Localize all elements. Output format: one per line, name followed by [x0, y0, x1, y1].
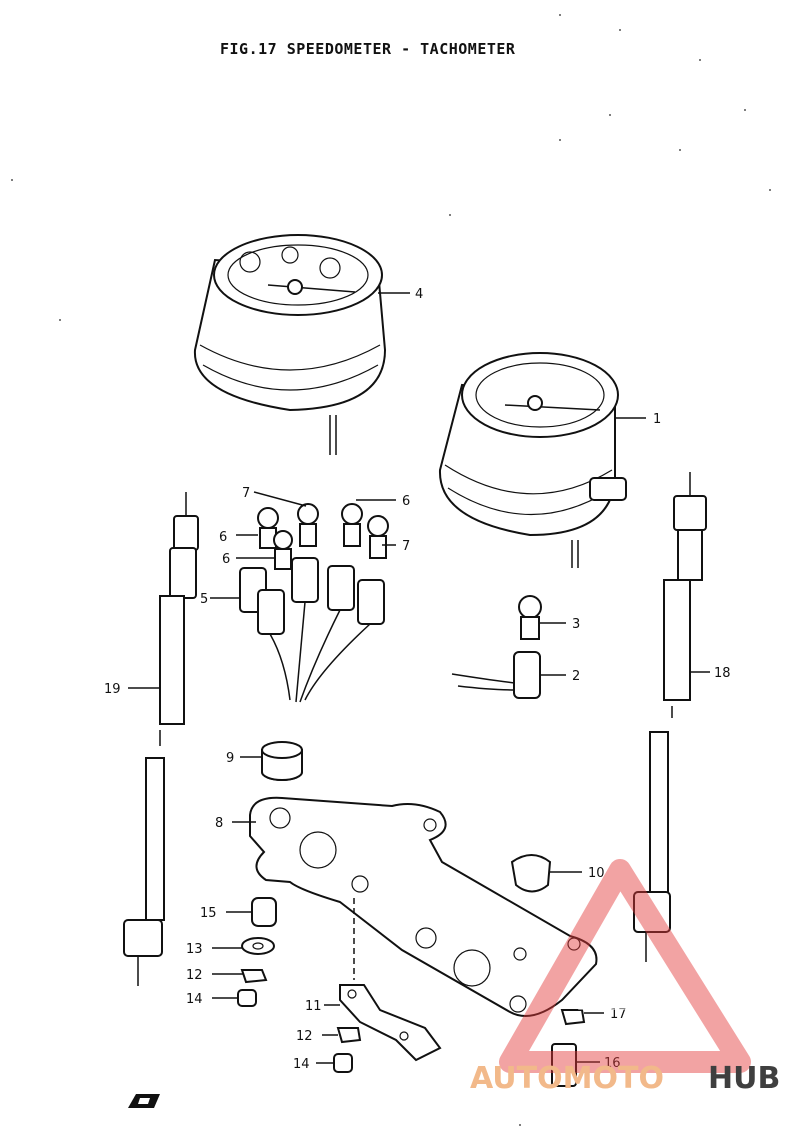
callout-6-c: 6 [402, 494, 410, 509]
watermark-text-hub: HUB [708, 1061, 780, 1096]
cable-left [123, 492, 199, 986]
callout-18: 18 [714, 666, 731, 681]
callout-7-a: 7 [242, 486, 250, 501]
socket-harness [239, 557, 385, 703]
callout-12-a: 12 [186, 968, 203, 983]
speedometer [438, 352, 627, 568]
callout-4: 4 [415, 287, 423, 302]
callout-16: 16 [604, 1056, 621, 1071]
callout-8: 8 [215, 816, 223, 831]
callout-12-b: 12 [296, 1029, 313, 1044]
callout-14-b: 14 [293, 1057, 310, 1072]
callout-19: 19 [104, 682, 121, 697]
callout-6-a: 6 [219, 530, 227, 545]
callout-6-b: 6 [222, 552, 230, 567]
callout-11: 11 [305, 999, 322, 1014]
bulb-socket [451, 651, 541, 699]
callout-10: 10 [588, 866, 605, 881]
callout-9: 9 [226, 751, 234, 766]
callout-2: 2 [572, 669, 580, 684]
mounting-bracket [249, 796, 598, 1017]
callout-17: 17 [610, 1007, 627, 1022]
figure-title: FIG.17 SPEEDOMETER - TACHOMETER [220, 40, 516, 58]
indicator-bulbs [257, 503, 542, 640]
callout-numbers: 1 2 3 4 5 6 6 6 7 7 8 9 10 11 12 12 13 1… [104, 287, 731, 1072]
grommets [261, 741, 552, 893]
small-hardware [237, 897, 586, 1087]
callout-1: 1 [653, 412, 661, 427]
callout-3: 3 [572, 617, 580, 632]
cable-right [633, 472, 707, 962]
callout-5: 5 [200, 592, 208, 607]
scan-speckles [11, 14, 771, 1126]
leader-lines [128, 292, 710, 1064]
tachometer [193, 234, 387, 455]
callout-15: 15 [200, 906, 217, 921]
watermark-logo [499, 859, 751, 1073]
callout-13: 13 [186, 942, 203, 957]
watermark-text-automoto: AUTOMOTO [470, 1061, 664, 1096]
callout-7-b: 7 [402, 539, 410, 554]
front-arrow-icon [128, 1094, 160, 1108]
callout-14-a: 14 [186, 992, 203, 1007]
